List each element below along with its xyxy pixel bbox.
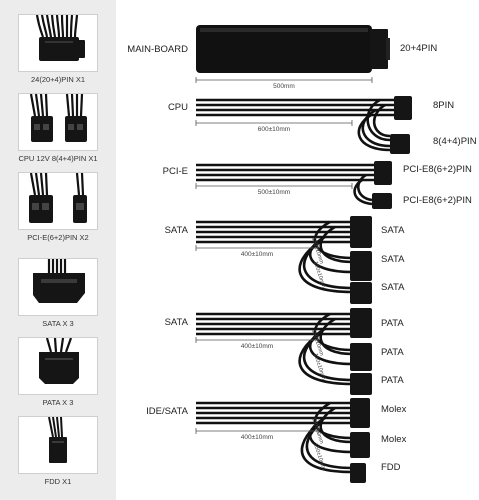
connector-caption: PCI-E(6+2)PIN X2 <box>27 233 89 242</box>
cpu-cable-name: CPU <box>167 102 188 113</box>
idesata-cable-name: IDE/SATA <box>146 406 188 417</box>
sata-end-label-3: SATA <box>381 282 405 293</box>
sata2-cable-name: SATA <box>164 317 188 328</box>
ide-sata-cable <box>195 398 370 483</box>
connector-caption: FDD X1 <box>44 477 72 486</box>
pcie-cable <box>195 161 392 209</box>
cpu-cable <box>195 96 412 154</box>
pcie-cable-name: PCI-E <box>162 166 188 177</box>
pata-spacing-2: 150±10mm <box>312 353 326 381</box>
sata-end-label-1: SATA <box>381 225 405 236</box>
cpu-8pin-connector-icon <box>18 93 98 151</box>
connector-caption: SATA X 3 <box>42 319 74 328</box>
connector-caption: CPU 12V 8(4+4)PIN X1 <box>18 154 98 163</box>
cpu-end-label-1: 8PIN <box>433 100 455 111</box>
atx-24pin-connector-icon <box>18 14 98 72</box>
sata-connector-icon <box>18 258 98 316</box>
pata-connector-icon <box>18 337 98 395</box>
connector-caption: PATA X 3 <box>42 398 74 407</box>
pata-end-label-2: PATA <box>381 347 404 358</box>
pata-cable <box>195 308 372 395</box>
pcie-length: 500±10mm <box>257 189 291 196</box>
molex-end-label-1: Molex <box>381 404 407 415</box>
fdd-connector-icon <box>18 416 98 474</box>
sata-cable-1 <box>195 216 372 304</box>
mainboard-cable-name: MAIN-BOARD <box>127 44 188 55</box>
mainboard-length: 500mm <box>273 83 295 90</box>
pcie-end-label-1: PCI-E8(6+2)PIN <box>403 164 472 175</box>
sata1-length: 400±10mm <box>240 251 274 258</box>
sata1-spacing-2: 150±10mm <box>312 261 326 289</box>
mainboard-cable <box>195 25 390 83</box>
connector-caption: 24(20+4)PIN X1 <box>31 75 85 84</box>
connector-sidebar: 24(20+4)PIN X1 CPU 12V 8(4+4)PIN X1 PCI-… <box>0 0 116 500</box>
sata-end-label-2: SATA <box>381 254 405 265</box>
mainboard-end-label: 20+4PIN <box>400 43 438 54</box>
molex-end-label-2: Molex <box>381 434 407 445</box>
pata-end-label-3: PATA <box>381 375 404 386</box>
pcie-end-label-2: PCI-E8(6+2)PIN <box>403 195 472 206</box>
pcie-connector-icon <box>18 172 98 230</box>
sata2-length: 400±10mm <box>240 343 274 350</box>
idesata-length: 400±10mm <box>240 434 274 441</box>
pata-end-label-1: PATA <box>381 318 404 329</box>
cpu-length: 600±10mm <box>257 126 291 133</box>
sata1-cable-name: SATA <box>164 225 188 236</box>
cpu-end-label-2: 8(4+4)PIN <box>433 136 477 147</box>
fdd-end-label: FDD <box>381 462 401 473</box>
